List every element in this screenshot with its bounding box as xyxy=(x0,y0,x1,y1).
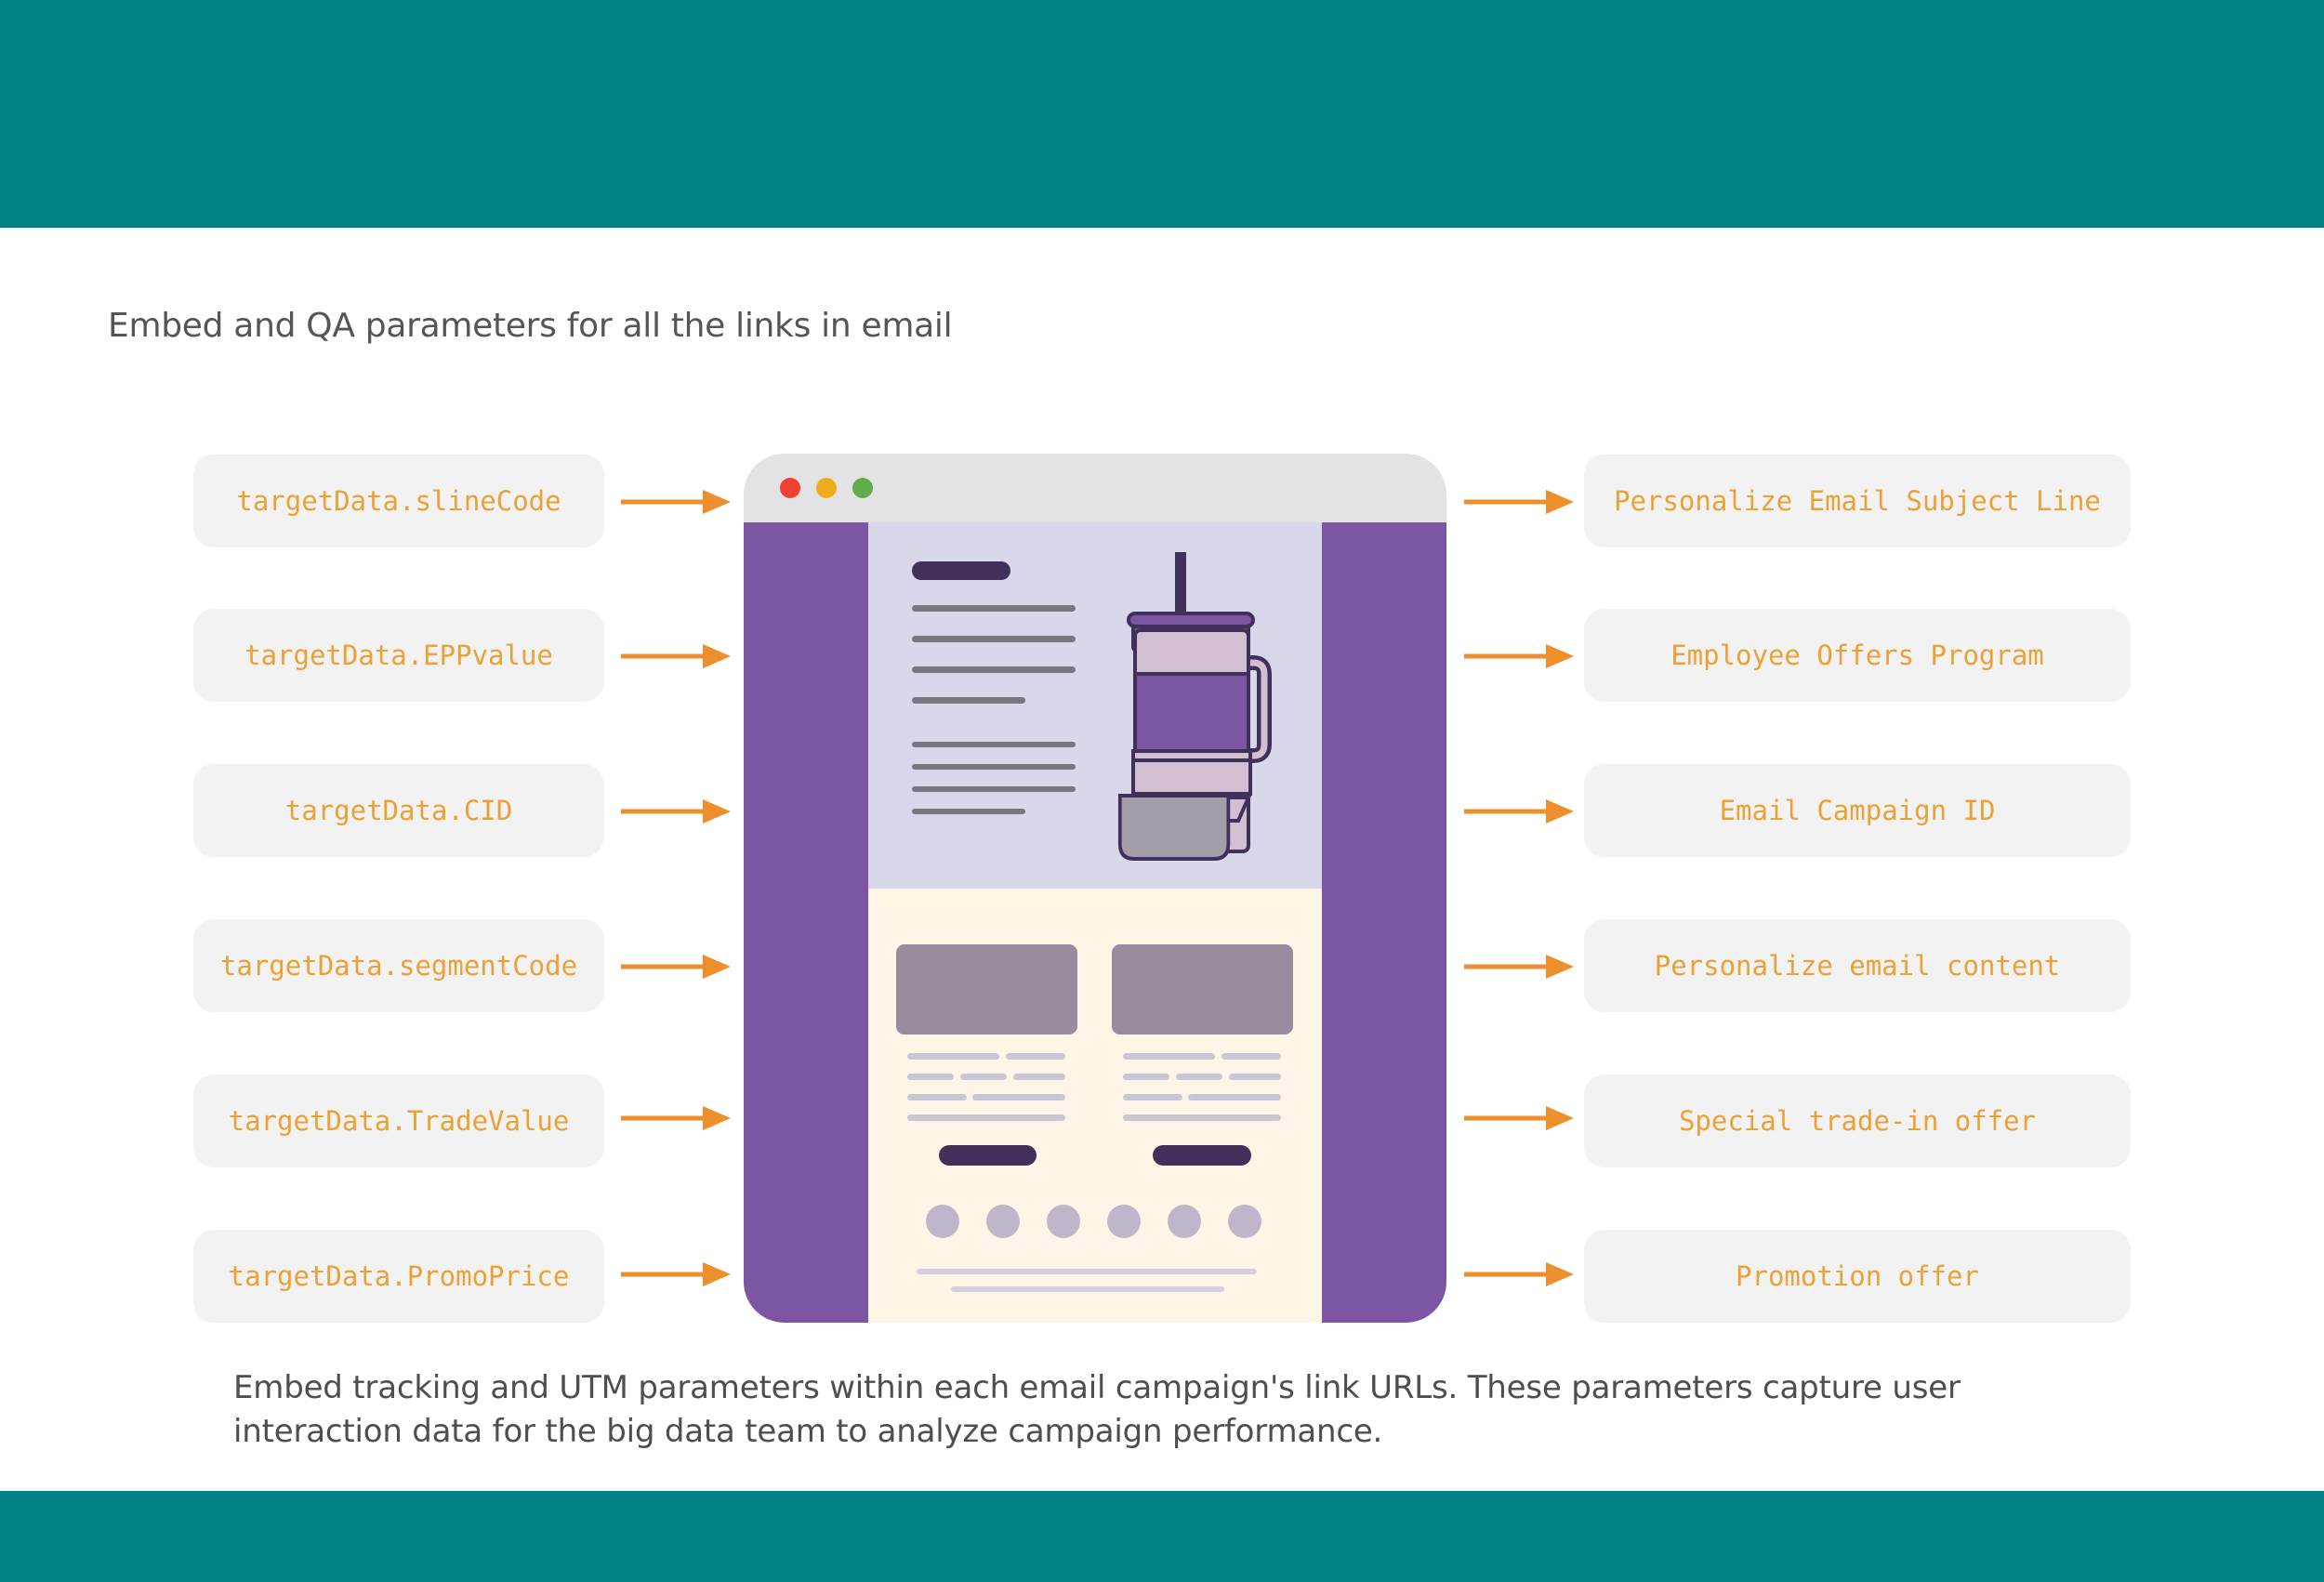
hero-text-line xyxy=(912,742,1076,747)
description-caption: Embed tracking and UTM parameters within… xyxy=(233,1369,1961,1450)
param-meaning-epp: Employee Offers Program xyxy=(1584,609,2131,702)
param-meaning-cid: Email Campaign ID xyxy=(1584,764,2131,857)
hero-text-line xyxy=(912,636,1076,642)
footer-text-line xyxy=(951,1286,1224,1292)
param-code-promo: targetData.PromoPrice xyxy=(193,1230,604,1323)
product-card-text-right xyxy=(1123,1053,1281,1121)
arrow-right-icon xyxy=(621,1106,731,1130)
hero-text-line xyxy=(912,764,1076,770)
product-card-image xyxy=(1112,944,1293,1035)
window-title-bar xyxy=(744,454,1446,522)
param-code-sline: targetData.slineCode xyxy=(193,455,604,547)
email-right-gutter xyxy=(1322,522,1446,1323)
arrow-right-icon xyxy=(1464,644,1574,668)
product-card-image xyxy=(896,944,1077,1035)
bottom-band xyxy=(0,1491,2324,1582)
window-close-dot-icon xyxy=(780,478,800,498)
arrow-right-icon xyxy=(1464,955,1574,979)
param-code-trade: targetData.TradeValue xyxy=(193,1074,604,1167)
arrow-right-icon xyxy=(1464,1106,1574,1130)
hero-text-line xyxy=(912,809,1025,814)
hero-headline-bar xyxy=(912,561,1010,580)
window-maximize-dot-icon xyxy=(852,478,873,498)
hero-text-line xyxy=(912,605,1076,612)
hero-text-line xyxy=(912,666,1076,673)
param-code-cid: targetData.CID xyxy=(193,764,604,857)
tumbler-cup-icon xyxy=(1117,552,1272,861)
arrow-right-icon xyxy=(1464,490,1574,514)
product-card-text-left xyxy=(907,1053,1065,1121)
param-code-epp: targetData.EPPvalue xyxy=(193,609,604,702)
email-mockup-illustration xyxy=(744,454,1446,1323)
param-meaning-trade: Special trade-in offer xyxy=(1584,1074,2131,1167)
arrow-right-icon xyxy=(621,799,731,824)
arrow-right-icon xyxy=(621,1262,731,1286)
top-band xyxy=(0,0,2324,228)
hero-text-line xyxy=(912,697,1025,704)
arrow-right-icon xyxy=(1464,1262,1574,1286)
product-card-button xyxy=(1153,1145,1251,1166)
arrow-right-icon xyxy=(621,644,731,668)
window-minimize-dot-icon xyxy=(816,478,837,498)
footer-text-line xyxy=(917,1269,1257,1274)
page-title: Embed and QA parameters for all the link… xyxy=(108,307,953,345)
param-meaning-promo: Promotion offer xyxy=(1584,1230,2131,1323)
arrow-right-icon xyxy=(621,955,731,979)
arrow-right-icon xyxy=(621,490,731,514)
social-icons-row xyxy=(926,1205,1261,1238)
email-left-gutter xyxy=(744,522,868,1323)
param-code-segment: targetData.segmentCode xyxy=(193,919,604,1012)
arrow-right-icon xyxy=(1464,799,1574,824)
param-meaning-segment: Personalize email content xyxy=(1584,919,2131,1012)
product-card-button xyxy=(939,1145,1037,1166)
param-meaning-sline: Personalize Email Subject Line xyxy=(1584,455,2131,547)
hero-text-line xyxy=(912,786,1076,792)
